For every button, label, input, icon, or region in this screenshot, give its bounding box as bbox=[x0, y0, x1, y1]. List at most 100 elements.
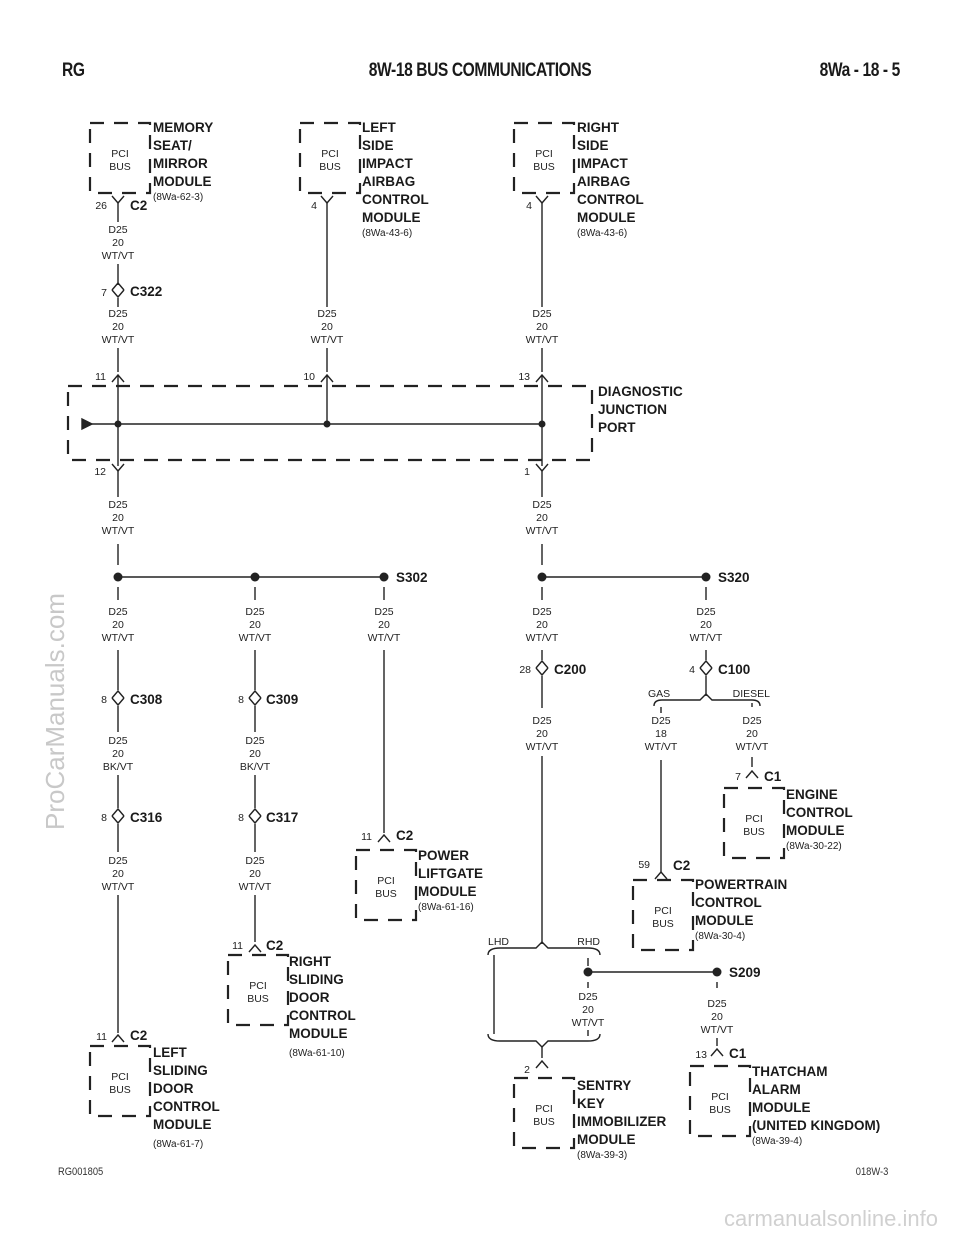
c308-wire-color: BK/VT bbox=[103, 761, 134, 773]
djp-pin-12: 12 bbox=[94, 466, 106, 478]
left-airbag-module-bus: BUS bbox=[319, 161, 341, 173]
ecm-module-box bbox=[722, 786, 786, 860]
c317-top bbox=[248, 807, 262, 817]
s302-dot-1 bbox=[113, 572, 123, 582]
diesel-label: DIESEL bbox=[733, 688, 771, 700]
c309-bottom bbox=[248, 697, 262, 707]
djp-out-left-wire-circuit: D25 bbox=[108, 499, 127, 511]
figure-code: RG001805 bbox=[58, 1166, 104, 1178]
left-sliding-module-pci: PCI bbox=[111, 1071, 129, 1083]
djp-box bbox=[66, 384, 594, 462]
s209-name: S209 bbox=[729, 965, 761, 980]
gas-diesel-bracket bbox=[653, 693, 761, 707]
s320-name: S320 bbox=[718, 570, 750, 585]
left-airbag-wire-circuit: D25 bbox=[317, 308, 336, 320]
c308-bottom bbox=[111, 697, 125, 707]
djp-arrow bbox=[81, 417, 94, 431]
skim-module-name-1: KEY bbox=[577, 1096, 605, 1111]
right-airbag-module-ref: (8Wa-43-6) bbox=[577, 228, 627, 239]
right-airbag-module-name-3: AIRBAG bbox=[577, 174, 630, 189]
c309-wire-color: BK/VT bbox=[240, 761, 271, 773]
left-sliding-module-name-2: DOOR bbox=[153, 1081, 194, 1096]
thatcham-module-bus: BUS bbox=[709, 1104, 731, 1116]
skim-pin: 2 bbox=[524, 1064, 530, 1076]
c316-pin: 8 bbox=[101, 812, 107, 824]
c317-name: C317 bbox=[266, 810, 298, 825]
liftgate-module-name-1: LIFTGATE bbox=[418, 866, 483, 881]
s320-drop-left-wire-circuit: D25 bbox=[532, 606, 551, 618]
figure-number: 018W-3 bbox=[855, 1166, 888, 1178]
s302-drop-wire-2-gauge: 20 bbox=[378, 619, 390, 631]
djp-name-0: DIAGNOSTIC bbox=[598, 384, 683, 399]
left-airbag-pin: 4 bbox=[311, 200, 317, 212]
rhd-label: RHD bbox=[577, 936, 600, 948]
pcm-conn: C2 bbox=[673, 858, 690, 873]
skim-module-name-3: MODULE bbox=[577, 1132, 636, 1147]
c309-wire-circuit: D25 bbox=[245, 735, 264, 747]
s302-dot-2 bbox=[250, 572, 260, 582]
ecm-module-name-2: MODULE bbox=[786, 823, 845, 838]
s320-dot-1 bbox=[537, 572, 547, 582]
djp-pin-13: 13 bbox=[518, 371, 530, 383]
c100-name: C100 bbox=[718, 662, 750, 677]
right-airbag-module-bus: BUS bbox=[533, 161, 555, 173]
s209-dot-1 bbox=[583, 967, 593, 977]
memory-seat-module-pci: PCI bbox=[111, 148, 129, 160]
c309-wire-gauge: 20 bbox=[249, 748, 261, 760]
s320-dot-2 bbox=[701, 572, 711, 582]
left-sliding-pin: 11 bbox=[96, 1031, 107, 1043]
djp-out-right-wire-gauge: 20 bbox=[536, 512, 548, 524]
s302-drop-wire-0-gauge: 20 bbox=[112, 619, 124, 631]
c316-wire-gauge: 20 bbox=[112, 868, 124, 880]
pcm-module-pci: PCI bbox=[654, 905, 672, 917]
left-airbag-module-name-3: AIRBAG bbox=[362, 174, 415, 189]
diesel-wire-gauge: 20 bbox=[746, 728, 758, 740]
c200-name: C200 bbox=[554, 662, 586, 677]
thatcham-module-ref: (8Wa-39-4) bbox=[752, 1136, 802, 1147]
right-sliding-conn: C2 bbox=[266, 938, 283, 953]
s302-name: S302 bbox=[396, 570, 428, 585]
c317-bottom bbox=[248, 815, 262, 825]
s209-right-wire-color: WT/VT bbox=[701, 1024, 734, 1036]
memory-seat-module-bus: BUS bbox=[109, 161, 131, 173]
thatcham-conn: C1 bbox=[729, 1046, 747, 1061]
c309-pin: 8 bbox=[238, 694, 244, 706]
pcm-module-bus: BUS bbox=[652, 918, 674, 930]
skim-module-name-2: IMMOBILIZER bbox=[577, 1114, 666, 1129]
ecm-terminal bbox=[745, 769, 759, 779]
pcm-module-box bbox=[631, 878, 695, 952]
thatcham-terminal bbox=[710, 1047, 724, 1057]
right-airbag-module-name-4: CONTROL bbox=[577, 192, 644, 207]
memory-seat-module-name-2: MIRROR bbox=[153, 156, 208, 171]
thatcham-module-name-1: ALARM bbox=[752, 1082, 801, 1097]
c316-name: C316 bbox=[130, 810, 163, 825]
c200-pin: 28 bbox=[519, 664, 531, 676]
ecm-pin: 7 bbox=[735, 771, 741, 783]
right-sliding-module-name-2: DOOR bbox=[289, 990, 330, 1005]
left-sliding-terminal bbox=[111, 1033, 125, 1043]
s209-left-wire-gauge: 20 bbox=[582, 1004, 594, 1016]
c200-wire-circuit: D25 bbox=[532, 715, 551, 727]
left-airbag-module-name-0: LEFT bbox=[362, 120, 396, 135]
c322-name: C322 bbox=[130, 284, 162, 299]
liftgate-pin: 11 bbox=[361, 831, 372, 843]
left-sliding-module-name-4: MODULE bbox=[153, 1117, 212, 1132]
djp-node-3 bbox=[538, 420, 546, 428]
skim-module-name-0: SENTRY bbox=[577, 1078, 631, 1093]
s302-drop-wire-1-gauge: 20 bbox=[249, 619, 261, 631]
djp-out-left-wire-gauge: 20 bbox=[112, 512, 124, 524]
c308-wire-circuit: D25 bbox=[108, 735, 127, 747]
s302-drop-wire-2-color: WT/VT bbox=[368, 632, 401, 644]
diesel-wire-circuit: D25 bbox=[742, 715, 761, 727]
gas-label: GAS bbox=[648, 688, 670, 700]
s302-drop-wire-2-circuit: D25 bbox=[374, 606, 393, 618]
header-section-code: RG bbox=[62, 60, 85, 81]
thatcham-pin: 13 bbox=[695, 1049, 707, 1061]
right-airbag-module-name-5: MODULE bbox=[577, 210, 636, 225]
s209-left-wire-circuit: D25 bbox=[578, 991, 597, 1003]
page-title: 8W-18 BUS COMMUNICATIONS bbox=[368, 60, 592, 81]
liftgate-module-ref: (8Wa-61-16) bbox=[418, 902, 474, 913]
right-airbag-terminal bbox=[535, 195, 549, 205]
c316-top bbox=[111, 807, 125, 817]
c322-wire-color: WT/VT bbox=[102, 334, 135, 346]
